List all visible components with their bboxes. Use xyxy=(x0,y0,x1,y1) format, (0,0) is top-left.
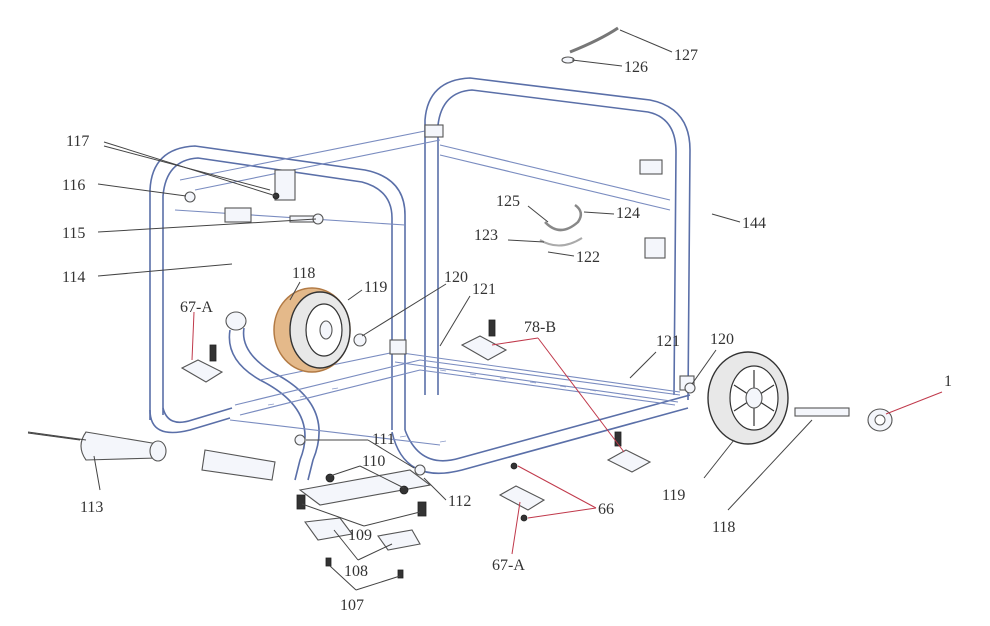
right-wheel xyxy=(707,351,789,445)
label-114: 114 xyxy=(62,269,85,286)
handle-grip-113 xyxy=(80,431,167,462)
left-wheel xyxy=(273,287,351,373)
label-117: 117 xyxy=(66,133,89,150)
label-126: 126 xyxy=(624,59,648,76)
bolts-109 xyxy=(296,494,427,517)
mount-66 xyxy=(498,462,546,522)
mount-67a-left xyxy=(180,344,224,383)
label-67a-left: 67-A xyxy=(180,299,213,316)
label-120-right: 120 xyxy=(710,331,734,348)
label-124: 124 xyxy=(616,205,640,222)
label-121-left: 121 xyxy=(472,281,496,298)
bolt-116 xyxy=(184,191,196,203)
label-107: 107 xyxy=(340,597,364,614)
label-121-right: 121 xyxy=(656,333,680,350)
label-122: 122 xyxy=(576,249,600,266)
mount-78b-right xyxy=(606,431,652,473)
screws-107 xyxy=(325,557,404,579)
label-110: 110 xyxy=(362,453,385,470)
label-109: 109 xyxy=(348,527,372,544)
label-111: 111 xyxy=(372,431,395,448)
label-1: 1 xyxy=(944,373,952,390)
label-112: 112 xyxy=(448,493,471,510)
label-116: 116 xyxy=(62,177,85,194)
label-144: 144 xyxy=(742,215,766,232)
foot-bracket-110 xyxy=(298,469,432,506)
nut-120b xyxy=(684,382,696,394)
washer-112 xyxy=(414,464,426,476)
fuel-line-part xyxy=(539,203,583,247)
nut-1 xyxy=(867,408,893,432)
bushing-left xyxy=(225,311,247,331)
label-78b: 78-B xyxy=(524,319,556,336)
label-118-left: 118 xyxy=(292,265,315,282)
nut-111 xyxy=(294,434,306,446)
label-120-left: 120 xyxy=(444,269,468,286)
callout-labels: 127 126 117 116 115 114 118 119 120 121 … xyxy=(62,47,952,614)
label-113: 113 xyxy=(80,499,103,516)
label-118-right: 118 xyxy=(712,519,735,536)
label-67a-bottom: 67-A xyxy=(492,557,525,574)
hose-part xyxy=(561,26,619,64)
bolt-115 xyxy=(289,213,324,225)
axle-118 xyxy=(794,407,850,417)
generator-frame xyxy=(149,77,695,481)
rubber-feet-108 xyxy=(304,517,421,551)
label-115: 115 xyxy=(62,225,85,242)
label-108: 108 xyxy=(344,563,368,580)
label-127: 127 xyxy=(674,47,698,64)
handle-grip-left xyxy=(201,449,276,481)
mount-78b-left xyxy=(460,319,508,361)
label-119-left: 119 xyxy=(364,279,387,296)
label-123: 123 xyxy=(474,227,498,244)
nut-120 xyxy=(353,333,367,347)
label-125: 125 xyxy=(496,193,520,210)
label-119-right: 119 xyxy=(662,487,685,504)
label-66: 66 xyxy=(598,501,614,518)
leader-lines xyxy=(27,29,943,591)
